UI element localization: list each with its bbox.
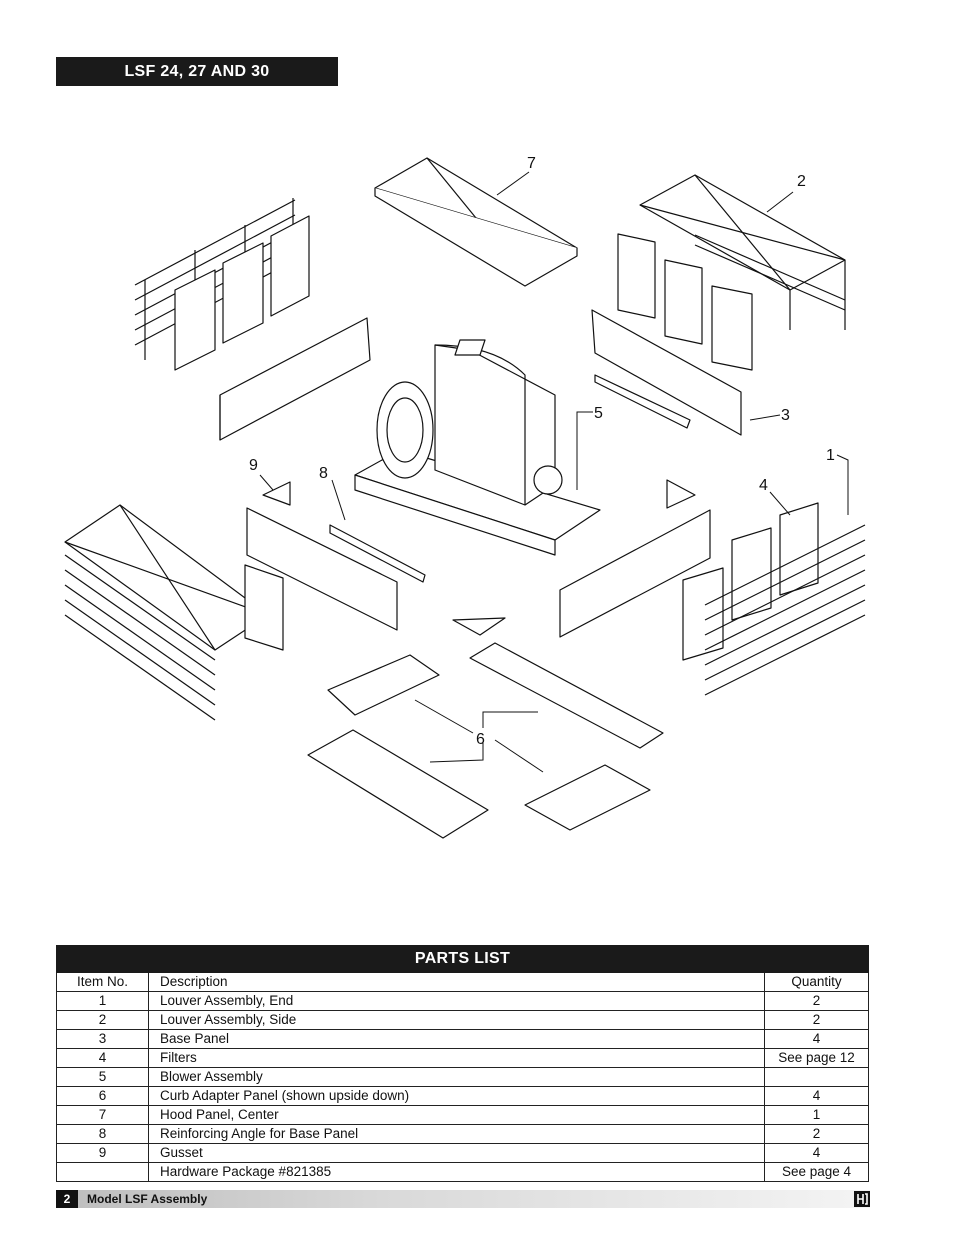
table-row: 3 Base Panel 4 xyxy=(56,1029,869,1049)
quantity: 4 xyxy=(764,1029,869,1049)
page-title: LSF 24, 27 AND 30 xyxy=(56,57,338,86)
table-row: 6 Curb Adapter Panel (shown upside down)… xyxy=(56,1086,869,1106)
description: Hood Panel, Center xyxy=(148,1105,765,1125)
gusset-left xyxy=(262,481,291,506)
louver-end-right xyxy=(682,502,866,696)
callout-1: 1 xyxy=(826,447,835,464)
table-row: Hardware Package #821385 See page 4 xyxy=(56,1162,869,1182)
callout-4: 4 xyxy=(759,477,768,494)
quantity: 1 xyxy=(764,1105,869,1125)
quantity: See page 4 xyxy=(764,1162,869,1182)
table-row: 1 Louver Assembly, End 2 xyxy=(56,991,869,1011)
gusset-right xyxy=(666,479,696,509)
table-row: 2 Louver Assembly, Side 2 xyxy=(56,1010,869,1030)
parts-list-table: PARTS LIST Item No. Description Quantity… xyxy=(56,945,869,1182)
item-no: 4 xyxy=(56,1048,149,1068)
quantity: 4 xyxy=(764,1143,869,1163)
page-footer: 2 Model LSF Assembly xyxy=(56,1190,870,1208)
item-no: 7 xyxy=(56,1105,149,1125)
base-panel-lower-left xyxy=(246,507,398,631)
curb-adapter-panels xyxy=(307,642,664,839)
item-no: 8 xyxy=(56,1124,149,1144)
table-row: 9 Gusset 4 xyxy=(56,1143,869,1163)
table-row: 7 Hood Panel, Center 1 xyxy=(56,1105,869,1125)
callout-9: 9 xyxy=(249,457,258,474)
description: Reinforcing Angle for Base Panel xyxy=(148,1124,765,1144)
table-header-row: Item No. Description Quantity xyxy=(56,972,869,992)
item-no: 9 xyxy=(56,1143,149,1163)
gusset-bottom xyxy=(452,617,506,636)
hood-panel-center xyxy=(374,157,578,287)
quantity: 2 xyxy=(764,991,869,1011)
column-header: Quantity xyxy=(764,972,869,992)
base-panel-upper-left xyxy=(219,317,371,441)
description: Hardware Package #821385 xyxy=(148,1162,765,1182)
callout-3: 3 xyxy=(781,407,790,424)
item-no xyxy=(56,1162,149,1182)
callout-7: 7 xyxy=(527,155,536,172)
quantity: 2 xyxy=(764,1124,869,1144)
description: Louver Assembly, Side xyxy=(148,1010,765,1030)
item-no: 3 xyxy=(56,1029,149,1049)
base-panel-upper-right xyxy=(591,309,742,436)
reinforcing-angle-right xyxy=(594,374,691,429)
column-header: Description xyxy=(148,972,765,992)
item-no: 1 xyxy=(56,991,149,1011)
description: Blower Assembly xyxy=(148,1067,765,1087)
louver-end-left xyxy=(64,504,284,721)
description: Gusset xyxy=(148,1143,765,1163)
louver-side-top-right xyxy=(639,174,846,330)
table-row: 4 Filters See page 12 xyxy=(56,1048,869,1068)
page-number: 2 xyxy=(56,1190,78,1208)
base-panel-lower-right xyxy=(559,509,711,638)
reinforcing-angle-left xyxy=(329,524,426,583)
quantity: See page 12 xyxy=(764,1048,869,1068)
description: Louver Assembly, End xyxy=(148,991,765,1011)
quantity xyxy=(764,1067,869,1087)
callout-2: 2 xyxy=(797,173,806,190)
filters-top-right xyxy=(617,233,753,371)
description: Filters xyxy=(148,1048,765,1068)
greenheck-logo-icon xyxy=(854,1191,870,1207)
quantity: 4 xyxy=(764,1086,869,1106)
quantity: 2 xyxy=(764,1010,869,1030)
exploded-assembly-diagram: 7 2 5 3 9 8 1 4 6 xyxy=(64,155,866,839)
description: Curb Adapter Panel (shown upside down) xyxy=(148,1086,765,1106)
footer-title: Model LSF Assembly xyxy=(87,1192,208,1206)
table-row: 8 Reinforcing Angle for Base Panel 2 xyxy=(56,1124,869,1144)
table-row: 5 Blower Assembly xyxy=(56,1067,869,1087)
callout-5: 5 xyxy=(594,405,603,422)
blower-assembly xyxy=(354,339,601,556)
callout-8: 8 xyxy=(319,465,328,482)
column-header: Item No. xyxy=(56,972,149,992)
item-no: 2 xyxy=(56,1010,149,1030)
description: Base Panel xyxy=(148,1029,765,1049)
item-no: 6 xyxy=(56,1086,149,1106)
callout-6: 6 xyxy=(476,731,485,748)
louver-side-top-left xyxy=(134,198,310,371)
item-no: 5 xyxy=(56,1067,149,1087)
parts-list-title: PARTS LIST xyxy=(56,945,869,973)
